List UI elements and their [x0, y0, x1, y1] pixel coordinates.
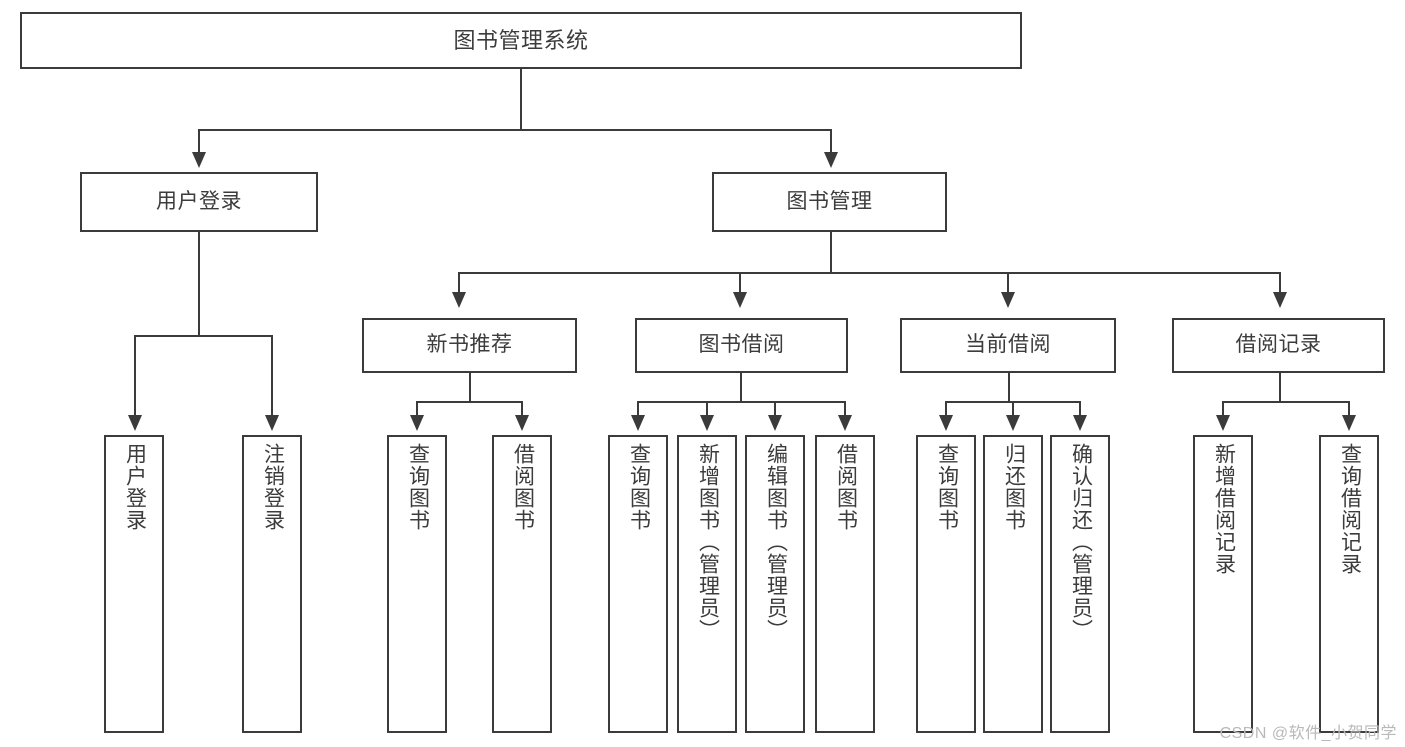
connector-book-borrow-drop-3	[774, 401, 776, 417]
connector-book-management-drop-2	[739, 272, 741, 294]
arrowhead-book-borrow-4	[838, 415, 852, 431]
arrowhead-user-login-1	[128, 415, 142, 431]
node-label: 查询图书	[406, 443, 430, 531]
arrowhead-new-book-1	[410, 415, 424, 431]
arrowhead-book-borrow-1	[631, 415, 645, 431]
node-leaf-add-book-admin[interactable]: 新增图书（管理员）	[677, 435, 737, 733]
node-label: 用户登录	[123, 443, 147, 531]
node-label: 归还图书	[1002, 443, 1026, 531]
arrowhead-book-borrow-3	[768, 415, 782, 431]
node-current-borrow[interactable]: 当前借阅	[900, 318, 1116, 373]
connector-current-borrow-drop-2	[1012, 401, 1014, 417]
node-leaf-query-book-recommend[interactable]: 查询图书	[387, 435, 447, 733]
node-label: 注销登录	[261, 443, 285, 531]
connector-current-borrow-stem	[1008, 373, 1010, 401]
connector-user-login-drop-1	[134, 335, 136, 417]
node-label: 新增图书（管理员）	[696, 443, 720, 641]
connector-book-borrow-stem	[740, 373, 742, 401]
node-leaf-query-book-current[interactable]: 查询图书	[916, 435, 976, 733]
node-root-system[interactable]: 图书管理系统	[20, 12, 1022, 69]
node-label: 借阅记录	[1235, 333, 1322, 357]
connector-new-book-bus	[416, 401, 522, 403]
connector-new-book-drop-1	[416, 401, 418, 417]
connector-book-management-stem	[830, 232, 832, 272]
arrowhead-book-management-1	[452, 292, 466, 308]
node-leaf-logout-login[interactable]: 注销登录	[242, 435, 302, 733]
connector-book-management-bus	[458, 272, 1281, 274]
node-label: 查询图书	[627, 443, 651, 531]
node-leaf-query-book-borrow[interactable]: 查询图书	[608, 435, 668, 733]
node-leaf-borrow-book-recommend[interactable]: 借阅图书	[492, 435, 552, 733]
arrowhead-new-book-2	[515, 415, 529, 431]
connector-book-borrow-drop-4	[844, 401, 846, 417]
node-label: 借阅图书	[511, 443, 535, 531]
connector-root-to-user-login	[198, 129, 200, 154]
connector-book-borrow-bus	[637, 401, 845, 403]
arrowhead-book-borrow-2	[700, 415, 714, 431]
connector-book-borrow-drop-2	[706, 401, 708, 417]
node-leaf-add-borrow-record[interactable]: 新增借阅记录	[1193, 435, 1253, 733]
connector-user-login-bus	[134, 335, 272, 337]
connector-borrow-record-drop-1	[1222, 401, 1224, 417]
node-label: 编辑图书（管理员）	[764, 443, 788, 641]
node-label: 用户登录	[156, 189, 242, 213]
connector-user-login-stem	[198, 232, 200, 335]
connector-user-login-drop-2	[271, 335, 273, 417]
connector-new-book-stem	[469, 373, 471, 401]
node-leaf-edit-book-admin[interactable]: 编辑图书（管理员）	[745, 435, 805, 733]
node-leaf-borrow-book[interactable]: 借阅图书	[815, 435, 875, 733]
arrowhead-borrow-record-2	[1342, 415, 1356, 431]
node-book-management[interactable]: 图书管理	[712, 172, 947, 232]
node-new-book-recommend[interactable]: 新书推荐	[362, 318, 577, 373]
node-user-login[interactable]: 用户登录	[80, 172, 318, 232]
node-borrow-record[interactable]: 借阅记录	[1172, 318, 1385, 373]
node-label: 确认归还（管理员）	[1069, 443, 1093, 641]
connector-book-management-drop-1	[458, 272, 460, 294]
arrowhead-user-login-2	[265, 415, 279, 431]
connector-book-management-drop-4	[1279, 272, 1281, 294]
arrowhead-borrow-record-1	[1216, 415, 1230, 431]
arrowhead-book-management-3	[1001, 292, 1015, 308]
connector-book-borrow-drop-1	[637, 401, 639, 417]
connector-root-stem	[520, 69, 522, 129]
arrowhead-book-management-4	[1273, 292, 1287, 308]
arrowhead-current-borrow-1	[939, 415, 953, 431]
node-label: 图书借阅	[698, 333, 785, 357]
connector-borrow-record-bus	[1222, 401, 1349, 403]
connector-current-borrow-drop-3	[1079, 401, 1081, 417]
connector-current-borrow-drop-1	[945, 401, 947, 417]
arrowhead-book-management-2	[733, 292, 747, 308]
node-label: 查询借阅记录	[1338, 443, 1362, 575]
node-label: 图书管理系统	[453, 27, 589, 53]
node-leaf-user-login[interactable]: 用户登录	[104, 435, 164, 733]
node-label: 当前借阅	[965, 333, 1051, 357]
arrowhead-current-borrow-2	[1006, 415, 1020, 431]
arrowhead-root-to-user-login	[192, 152, 206, 168]
connector-book-management-drop-3	[1007, 272, 1009, 294]
node-label: 图书管理	[786, 189, 873, 213]
node-label: 新书推荐	[426, 333, 513, 357]
connector-root-to-book-manage	[830, 129, 832, 154]
node-leaf-query-borrow-record[interactable]: 查询借阅记录	[1319, 435, 1379, 733]
connector-borrow-record-drop-2	[1348, 401, 1350, 417]
arrowhead-current-borrow-3	[1073, 415, 1087, 431]
arrowhead-root-to-book-manage	[824, 152, 838, 168]
connector-root-bus	[198, 129, 832, 131]
node-label: 借阅图书	[834, 443, 858, 531]
node-label: 新增借阅记录	[1212, 443, 1236, 575]
node-book-borrow[interactable]: 图书借阅	[635, 318, 848, 373]
node-label: 查询图书	[935, 443, 959, 531]
connector-new-book-drop-2	[521, 401, 523, 417]
node-leaf-return-book[interactable]: 归还图书	[983, 435, 1043, 733]
connector-borrow-record-stem	[1279, 373, 1281, 401]
node-leaf-confirm-return-admin[interactable]: 确认归还（管理员）	[1050, 435, 1110, 733]
